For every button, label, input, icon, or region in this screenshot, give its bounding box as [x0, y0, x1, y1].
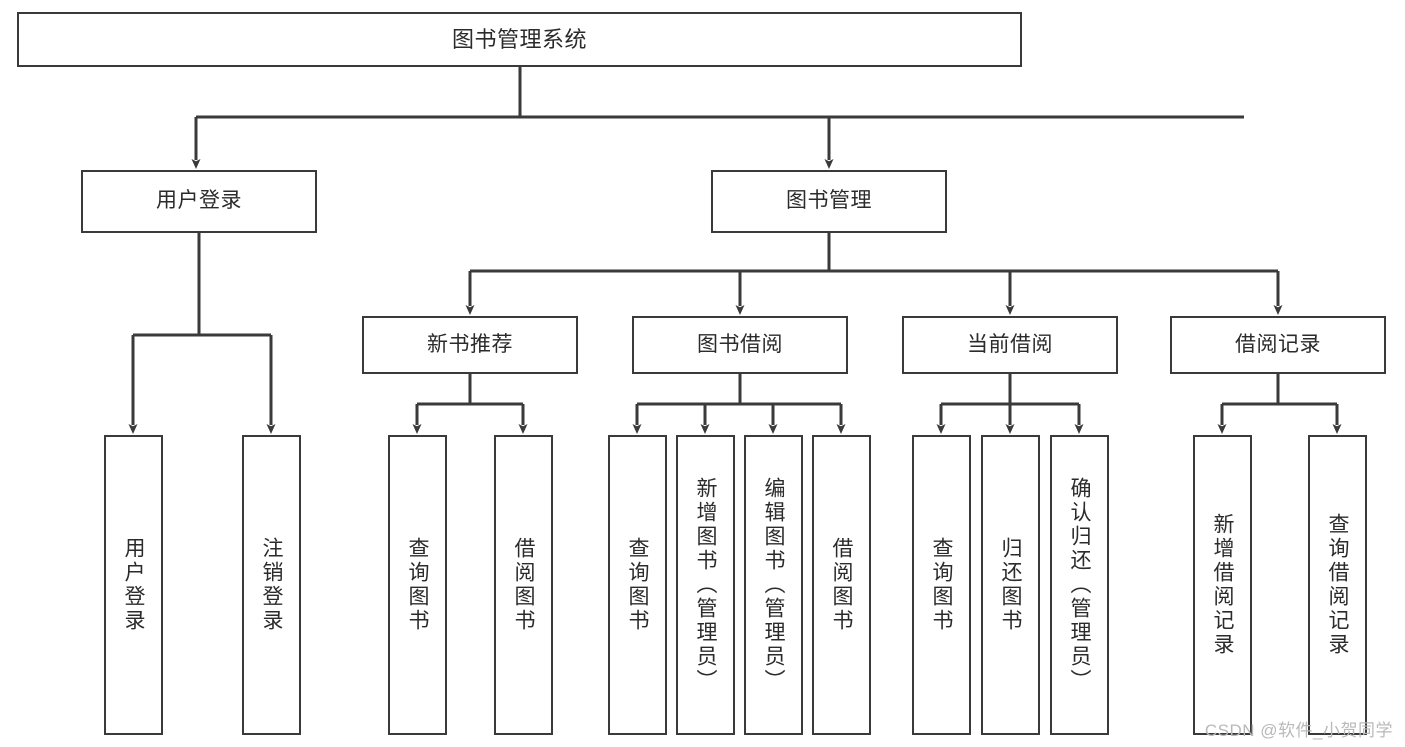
leaf-book-borrow-query[interactable]: 查询图书 [608, 435, 667, 735]
leaf-label-borrow-records-add: 新增借阅记录 [1211, 513, 1234, 657]
node-user-login[interactable]: 用户登录 [81, 170, 317, 233]
leaf-label-book-borrow-edit: 编辑图书（管理员） [762, 477, 785, 693]
leaf-label-book-borrow-query: 查询图书 [626, 537, 649, 633]
leaf-current-borrow-query[interactable]: 查询图书 [912, 435, 971, 735]
node-label-root: 图书管理系统 [451, 26, 587, 52]
leaf-new-book-query[interactable]: 查询图书 [388, 435, 447, 735]
node-label-book-management: 图书管理 [786, 189, 872, 213]
leaf-book-borrow-edit[interactable]: 编辑图书（管理员） [744, 435, 803, 735]
node-label-book-borrow: 图书借阅 [697, 332, 783, 356]
node-label-user-login: 用户登录 [156, 189, 242, 213]
leaf-borrow-records-query[interactable]: 查询借阅记录 [1308, 435, 1367, 735]
leaf-book-borrow-add[interactable]: 新增图书（管理员） [676, 435, 735, 735]
leaf-label-user-login-signin: 用户登录 [122, 537, 145, 633]
node-label-borrow-records: 借阅记录 [1235, 332, 1321, 356]
leaf-label-borrow-records-query: 查询借阅记录 [1326, 513, 1349, 657]
leaf-current-borrow-confirm[interactable]: 确认归还（管理员） [1050, 435, 1109, 735]
leaf-label-current-borrow-query: 查询图书 [930, 537, 953, 633]
node-label-current-borrow: 当前借阅 [967, 332, 1053, 356]
leaf-user-login-signin[interactable]: 用户登录 [104, 435, 163, 735]
leaf-label-book-borrow-borrow: 借阅图书 [830, 537, 853, 633]
node-book-management[interactable]: 图书管理 [711, 170, 947, 233]
leaf-label-new-book-borrow: 借阅图书 [512, 537, 535, 633]
leaf-label-user-login-signout: 注销登录 [260, 537, 283, 633]
leaf-user-login-signout[interactable]: 注销登录 [242, 435, 301, 735]
leaf-new-book-borrow[interactable]: 借阅图书 [494, 435, 553, 735]
leaf-borrow-records-add[interactable]: 新增借阅记录 [1193, 435, 1252, 735]
node-new-book-recommend[interactable]: 新书推荐 [362, 316, 578, 374]
node-current-borrow[interactable]: 当前借阅 [902, 316, 1118, 374]
node-book-management-system[interactable]: 图书管理系统 [17, 12, 1022, 67]
node-book-borrow[interactable]: 图书借阅 [632, 316, 848, 374]
leaf-label-book-borrow-add: 新增图书（管理员） [694, 477, 717, 693]
leaf-label-current-borrow-confirm: 确认归还（管理员） [1068, 477, 1091, 693]
node-borrow-records[interactable]: 借阅记录 [1170, 316, 1386, 374]
leaf-label-current-borrow-return: 归还图书 [999, 537, 1022, 633]
node-label-new-book-recommend: 新书推荐 [427, 332, 513, 356]
leaf-current-borrow-return[interactable]: 归还图书 [981, 435, 1040, 735]
leaf-book-borrow-borrow[interactable]: 借阅图书 [812, 435, 871, 735]
csdn-watermark: CSDN @软件_小贺同学 [1204, 721, 1393, 740]
leaf-label-new-book-query: 查询图书 [406, 537, 429, 633]
